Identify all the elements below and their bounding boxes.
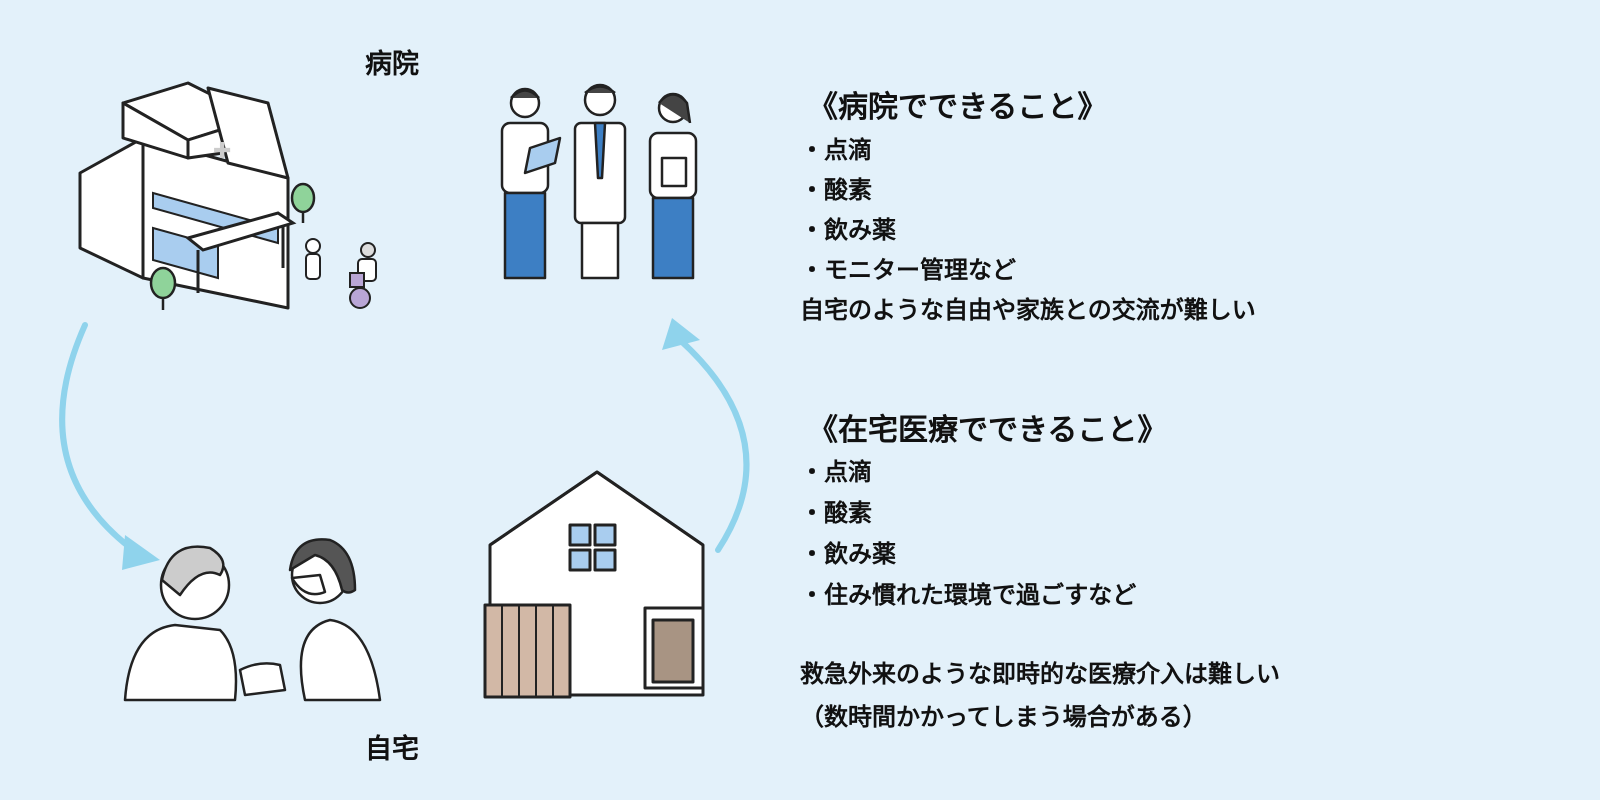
medical-staff-illustration [500,83,698,280]
hospital-item: 飲み薬 [800,210,896,245]
house-illustration [483,470,705,699]
home-note: 救急外来のような即時的な医療介入は難しい [800,660,1280,688]
hospital-illustration: ✚ [78,81,377,310]
home-item: 点滴 [800,452,872,487]
hospital-item: モニター管理など [800,250,1016,285]
hospital-note: 自宅のような自由や家族との交流が難しい [800,296,1256,324]
home-note-detail: （数時間かかってしまう場合がある） [800,703,1207,731]
home-label: 自宅 [365,734,419,765]
home-section-heading: 《在宅医療でできること》 [808,413,1168,448]
home-item: 酸素 [800,493,872,528]
hospital-label: 病院 [365,49,419,80]
home-item: 住み慣れた環境で過ごすなど [800,575,1136,610]
hospital-item: 酸素 [800,170,872,205]
cross-icon: ✚ [213,139,231,164]
hospital-section-heading: 《病院でできること》 [808,90,1108,125]
home-care-illustration [123,538,382,702]
hospital-item: 点滴 [800,130,872,165]
home-item: 飲み薬 [800,534,896,569]
